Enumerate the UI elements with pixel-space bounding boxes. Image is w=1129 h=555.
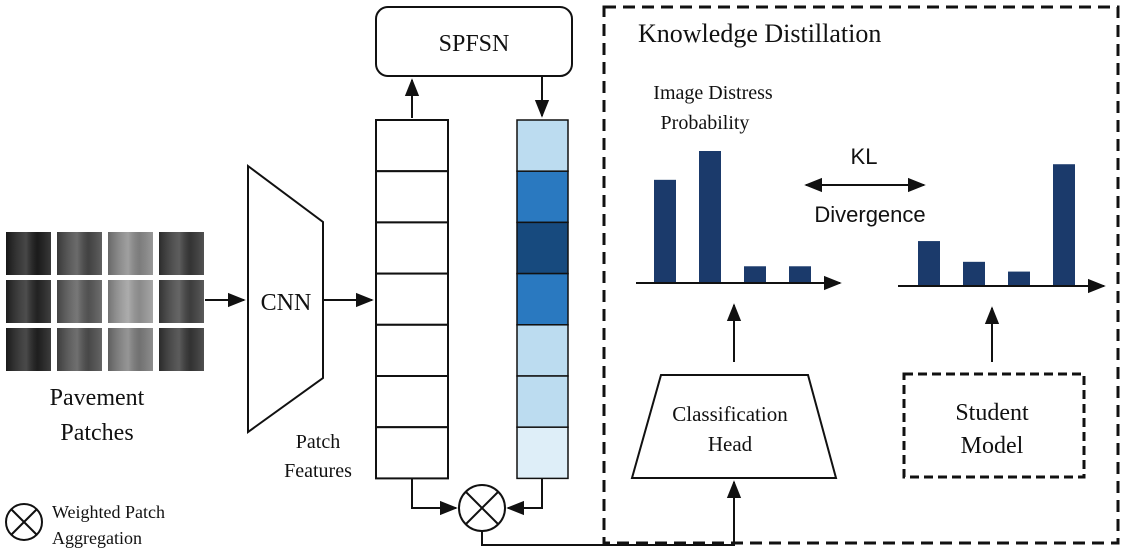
patch-weight-cell xyxy=(516,170,569,224)
pavement-patch-texture xyxy=(159,280,204,323)
pavement-patch-texture xyxy=(57,328,102,371)
student-model-label-line2: Model xyxy=(961,433,1024,459)
patch-feature-cell xyxy=(375,323,449,377)
classification-head-label-line1: Classification xyxy=(672,402,788,426)
probability-bar xyxy=(963,261,985,285)
pavement-patch-texture xyxy=(6,280,51,323)
patch-weight-column xyxy=(516,119,569,480)
arrow-aggregation-to-classification-head xyxy=(481,480,742,546)
probability-bar xyxy=(1053,164,1075,285)
legend-otimes-icon xyxy=(5,503,43,541)
probability-label-line1: Image Distress xyxy=(653,82,773,104)
cnn-label: CNN xyxy=(261,290,312,316)
aggregation-otimes-icon xyxy=(458,484,506,532)
probability-bar xyxy=(699,151,721,282)
patch-weight-cell xyxy=(516,426,569,480)
student-model-block xyxy=(902,372,1086,479)
pavement-patch-texture xyxy=(108,232,153,275)
spfsn-label: SPFSN xyxy=(439,31,510,57)
patch-feature-column xyxy=(375,119,449,480)
knowledge-distillation-title: Knowledge Distillation xyxy=(638,19,881,48)
arrow-features-to-aggregation xyxy=(411,478,458,516)
spfsn-block xyxy=(375,6,573,77)
legend-label-line2: Aggregation xyxy=(52,528,142,548)
patch-weight-cell xyxy=(516,324,569,377)
classification-head-label-line2: Head xyxy=(708,432,753,456)
patch-feature-cell xyxy=(375,375,449,429)
teacher-probability-chart xyxy=(654,151,811,282)
pavement-patch-grid xyxy=(6,232,204,371)
divergence-label: Divergence xyxy=(814,202,925,227)
pavement-patch-texture xyxy=(159,328,204,371)
pavement-patch-texture xyxy=(6,232,51,275)
student-model-label-line1: Student xyxy=(955,400,1029,426)
arrow-weights-to-aggregation xyxy=(506,478,543,516)
patch-feature-cell xyxy=(375,170,449,224)
pavement-patch-texture xyxy=(57,280,102,323)
pavement-patch-texture xyxy=(108,280,153,323)
patch-features-label-line2: Features xyxy=(284,460,352,482)
probability-bar xyxy=(1008,271,1030,285)
patch-feature-cell xyxy=(375,426,449,480)
knowledge-distillation-frame xyxy=(602,5,1120,545)
patch-weight-cell xyxy=(516,119,569,172)
pavement-patch-texture xyxy=(6,328,51,371)
patch-weight-cell xyxy=(516,272,569,326)
classification-head-block xyxy=(630,374,838,479)
probability-bar xyxy=(918,241,940,285)
pavement-patch-texture xyxy=(159,232,204,275)
kl-label: KL xyxy=(851,144,878,169)
probability-label-line2: Probability xyxy=(661,112,750,134)
pavement-label-line1: Pavement xyxy=(50,385,145,411)
student-probability-chart xyxy=(918,164,1075,285)
patch-feature-cell xyxy=(375,272,449,326)
probability-bar xyxy=(789,266,811,282)
probability-bar xyxy=(654,179,676,282)
probability-bar xyxy=(744,266,766,282)
cnn-block xyxy=(247,164,324,434)
pavement-patch-texture xyxy=(108,328,153,371)
legend-label-line1: Weighted Patch xyxy=(52,502,165,522)
pavement-patch-texture xyxy=(57,232,102,275)
patch-weight-cell xyxy=(516,221,569,275)
patch-feature-cell xyxy=(375,119,449,173)
patch-weight-cell xyxy=(516,375,569,428)
patch-feature-cell xyxy=(375,221,449,275)
patch-features-label-line1: Patch xyxy=(296,431,340,453)
pavement-label-line2: Patches xyxy=(60,420,133,446)
